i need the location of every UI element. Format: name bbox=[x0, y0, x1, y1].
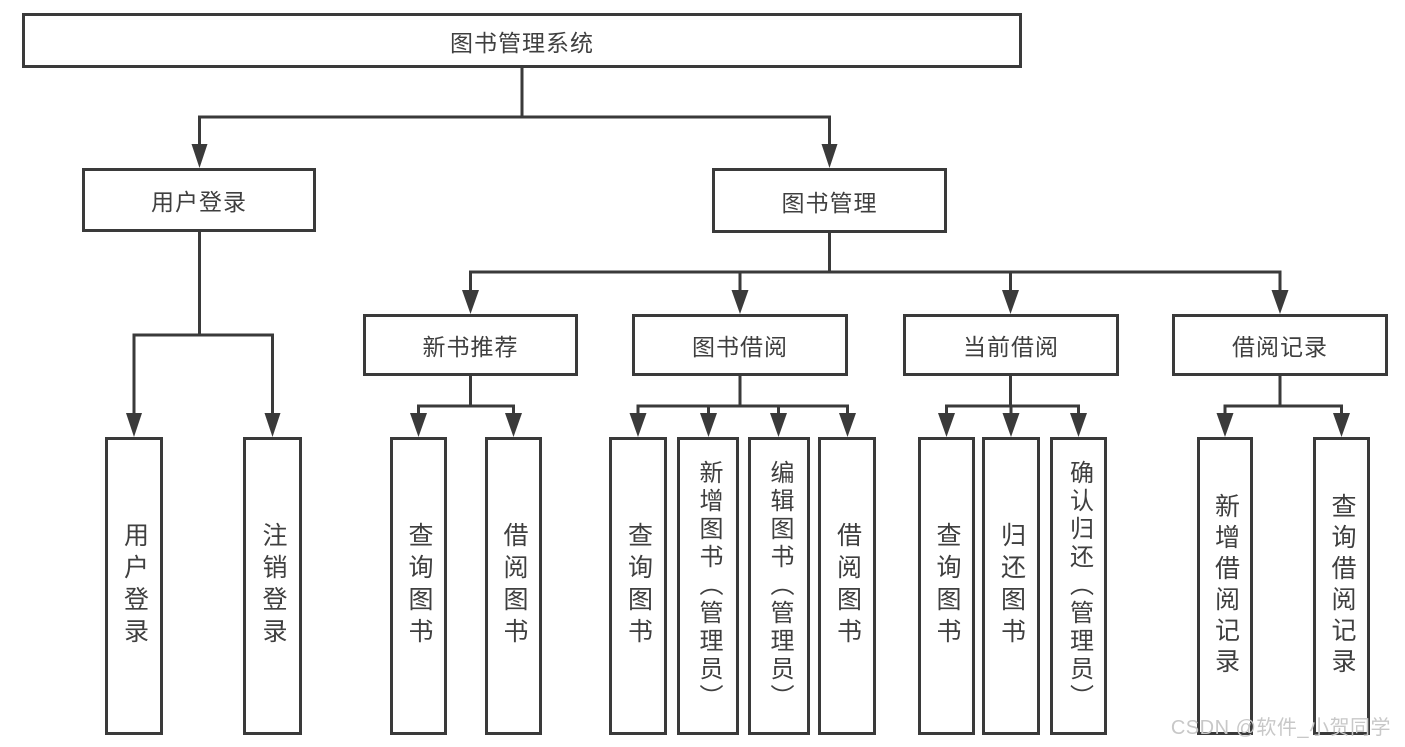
node-borrow-records: 借阅记录 bbox=[1172, 314, 1388, 376]
arrowheads bbox=[126, 144, 1350, 437]
watermark: CSDN @软件_小贺同学 bbox=[1170, 717, 1391, 739]
leaf-edit-books-admin: 编辑图书（管理员） bbox=[748, 437, 810, 735]
leaf-query-books-borrow: 查询图书 bbox=[609, 437, 667, 735]
connector-paths bbox=[132, 68, 1343, 415]
node-new-book-recommend: 新书推荐 bbox=[363, 314, 578, 376]
leaf-borrow-books-recommend: 借阅图书 bbox=[485, 437, 542, 735]
leaf-query-books-current: 查询图书 bbox=[918, 437, 975, 735]
leaf-logout: 注销登录 bbox=[243, 437, 302, 735]
node-user-login: 用户登录 bbox=[82, 168, 316, 232]
leaf-confirm-return-admin: 确认归还（管理员） bbox=[1050, 437, 1107, 735]
leaf-borrow-books: 借阅图书 bbox=[818, 437, 876, 735]
node-current-borrow: 当前借阅 bbox=[903, 314, 1119, 376]
leaf-return-books: 归还图书 bbox=[982, 437, 1040, 735]
leaf-query-books-recommend: 查询图书 bbox=[390, 437, 447, 735]
node-library-system: 图书管理系统 bbox=[22, 13, 1022, 68]
node-book-borrow: 图书借阅 bbox=[632, 314, 848, 376]
leaf-add-borrow-record: 新增借阅记录 bbox=[1197, 437, 1253, 735]
leaf-add-books-admin: 新增图书（管理员） bbox=[677, 437, 739, 735]
leaf-user-login: 用户登录 bbox=[105, 437, 163, 735]
node-book-management: 图书管理 bbox=[712, 168, 947, 233]
leaf-query-borrow-record: 查询借阅记录 bbox=[1313, 437, 1370, 735]
